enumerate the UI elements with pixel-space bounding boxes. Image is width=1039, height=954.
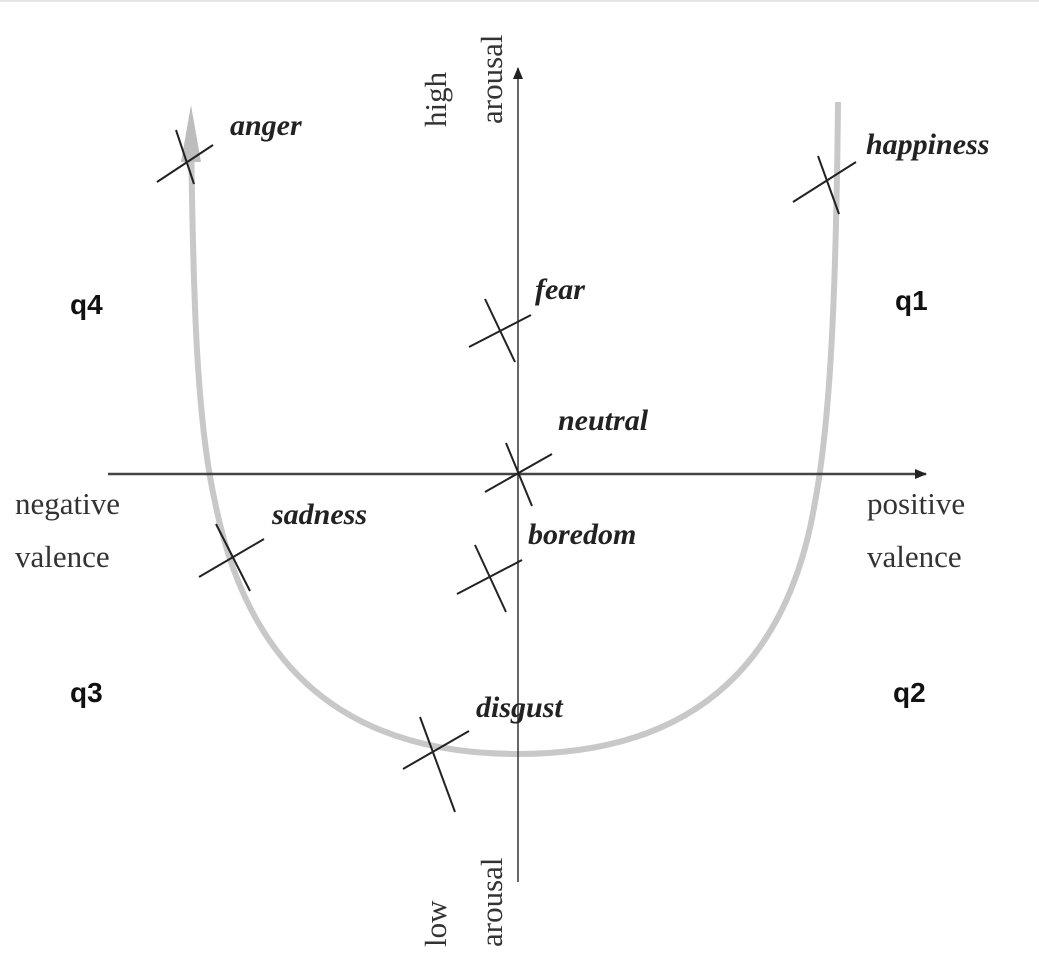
label-anger: anger: [230, 109, 302, 142]
low-arousal-line2: arousal: [474, 857, 509, 947]
emotion-curve: [188, 101, 841, 758]
negative-valence-line2: valence: [15, 539, 110, 574]
mark-happiness: [792, 155, 857, 215]
label-boredom: boredom: [528, 518, 636, 551]
label-sadness: sadness: [271, 498, 367, 531]
curve-arrowhead-icon: [181, 105, 201, 162]
negative-valence-line1: negative: [15, 486, 120, 521]
positive-valence-line1: positive: [867, 486, 965, 521]
mark-disgust: [402, 716, 470, 813]
quadrant-q3: q3: [70, 677, 103, 708]
mark-sadness: [198, 523, 265, 592]
mark-anger: [156, 129, 214, 185]
label-disgust: disgust: [476, 691, 564, 724]
label-fear: fear: [535, 273, 585, 306]
label-happiness: happiness: [866, 128, 989, 161]
positive-valence-line2: valence: [867, 539, 962, 574]
high-arousal-line2: arousal: [474, 34, 509, 124]
low-arousal-line1: low: [418, 900, 453, 947]
quadrant-q2: q2: [893, 677, 926, 708]
mark-neutral: [484, 442, 553, 507]
high-arousal-line1: high: [418, 71, 453, 127]
mark-fear: [468, 298, 532, 363]
mark-boredom: [456, 544, 523, 613]
label-neutral: neutral: [558, 404, 649, 437]
quadrant-q4: q4: [70, 289, 103, 320]
quadrant-q1: q1: [895, 285, 928, 316]
